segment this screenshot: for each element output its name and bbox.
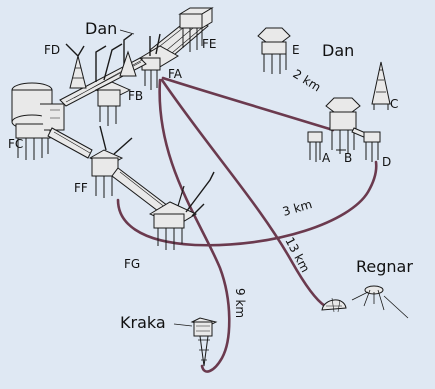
platform-label-e: E [292, 43, 300, 57]
platform-label-fg: FG [124, 257, 140, 271]
platform-label-d: D [382, 155, 391, 169]
platform-e [257, 27, 291, 74]
field-label-dan-right: Dan [322, 41, 354, 60]
platform-ff [88, 125, 133, 198]
bridge-fc-ff [47, 127, 93, 159]
dan-complex [11, 7, 215, 250]
platform-label-fb: FB [128, 89, 143, 103]
field-label-dan-left: Dan [85, 19, 117, 38]
field-label-regnar: Regnar [356, 257, 413, 276]
pipelines [116, 76, 378, 373]
platform-fc [11, 82, 65, 160]
crane-1 [95, 33, 133, 82]
distance-label-fa-kraka: 9 km [233, 288, 247, 318]
dan-east-complex [257, 27, 391, 162]
platform-fg [148, 171, 215, 250]
platform-a [307, 131, 323, 162]
pipeline-fa-regnar [160, 78, 327, 308]
platform-label-ff: FF [74, 181, 88, 195]
dan-leader-line [119, 29, 135, 35]
platform-d [363, 131, 381, 162]
regnar-subsea [321, 285, 409, 319]
platform-label-fc: FC [8, 137, 23, 151]
pipeline-fa-kraka [158, 78, 231, 373]
platform-c [371, 61, 391, 110]
platform-label-fa: FA [168, 67, 183, 81]
kraka-leader-line [173, 323, 193, 327]
platform-fe [178, 7, 214, 52]
platform-label-c: C [390, 97, 398, 111]
subsea-template [321, 299, 347, 311]
platform-label-fd: FD [44, 43, 60, 57]
platform-fa [139, 33, 179, 90]
platform-label-a: A [322, 151, 331, 165]
pipeline-fa-e [161, 76, 335, 132]
pipeline-fg-d [116, 160, 378, 247]
kraka-platform [190, 317, 218, 367]
platform-fb [94, 81, 132, 126]
platform-label-fe: FE [202, 37, 216, 51]
platform-label-b: B [344, 151, 352, 165]
platform-fd [65, 43, 87, 89]
field-label-kraka: Kraka [120, 313, 166, 332]
platform-b [325, 97, 361, 154]
